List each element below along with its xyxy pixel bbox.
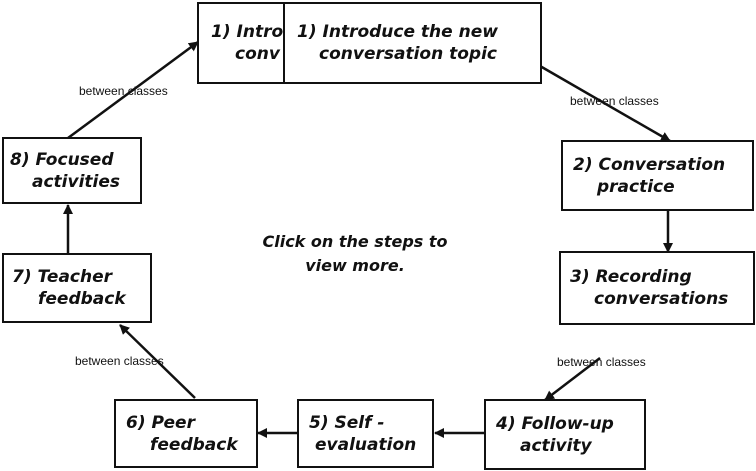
step-8-line-2: activities: [32, 171, 121, 192]
edge-label-8-to-1: between classes: [79, 84, 168, 98]
edge-label-1-to-2: between classes: [570, 94, 659, 108]
instruction-line-2: view more.: [305, 256, 405, 275]
step-5-line-2: evaluation: [315, 434, 417, 455]
instruction-text: Click on the steps to view more.: [230, 230, 480, 278]
arrow-1-to-2: [539, 64, 671, 143]
step-1-introduce-topic-box[interactable]: 1) Introduce the new conversation topic: [283, 2, 542, 84]
step-1-line-1: 1) Introduce the new: [297, 22, 498, 42]
step-7-line-1: 7) Teacher: [12, 267, 113, 287]
step-4-follow-up-activity-box[interactable]: 4) Follow-up activity: [484, 399, 646, 470]
step-1-behind-line-2: conv: [235, 44, 280, 64]
step-2-line-2: practice: [597, 176, 675, 197]
step-4-line-1: 4) Follow-up: [496, 413, 614, 434]
edge-label-6-to-7: between classes: [75, 354, 164, 368]
step-3-recording-conversations-box[interactable]: 3) Recording conversations: [559, 251, 755, 325]
step-4-line-2: activity: [520, 435, 592, 456]
step-3-line-2: conversations: [594, 289, 729, 309]
instruction-line-1: Click on the steps to: [262, 232, 448, 251]
step-8-focused-activities-box[interactable]: 8) Focused activities: [2, 137, 142, 204]
step-7-teacher-feedback-box[interactable]: 7) Teacher feedback: [2, 253, 152, 323]
step-2-line-1: 2) Conversation: [573, 154, 726, 175]
arrow-6-to-7: [119, 324, 196, 399]
step-6-peer-feedback-box[interactable]: 6) Peer feedback: [114, 399, 258, 468]
step-6-line-2: feedback: [150, 434, 238, 455]
step-5-self-evaluation-box[interactable]: 5) Self - evaluation: [297, 399, 434, 468]
step-8-line-1: 8) Focused: [10, 149, 114, 170]
arrow-3-to-4: [544, 357, 601, 401]
arrow-8-to-1: [67, 40, 199, 140]
step-2-conversation-practice-box[interactable]: 2) Conversation practice: [561, 140, 754, 211]
step-7-line-2: feedback: [38, 289, 126, 309]
step-1-line-2: conversation topic: [319, 44, 497, 64]
step-5-line-1: 5) Self -: [309, 412, 385, 433]
edge-label-3-to-4: between classes: [557, 355, 646, 369]
step-6-line-1: 6) Peer: [126, 412, 195, 433]
step-1-behind-line-1: 1) Intro: [211, 22, 284, 42]
step-3-line-1: 3) Recording: [570, 267, 692, 287]
